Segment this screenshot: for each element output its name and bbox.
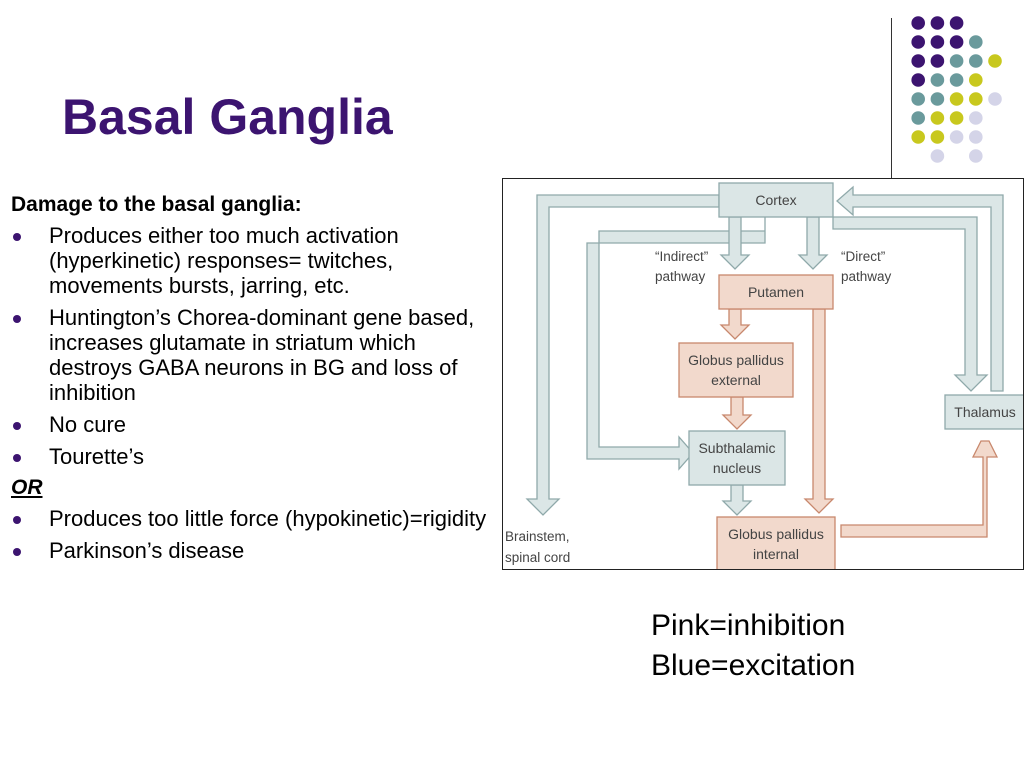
list-item-text: Produces too little force (hypokinetic)=… <box>49 506 487 531</box>
body-heading: Damage to the basal ganglia: <box>11 193 302 216</box>
decorative-dot <box>911 16 925 30</box>
decorative-dot <box>930 130 945 144</box>
putamen-to-gpi-arrow <box>803 308 835 514</box>
gpe-to-stn-arrow <box>721 396 753 430</box>
decorative-dot <box>930 149 945 163</box>
decorative-dot <box>969 35 983 49</box>
thalamus-to-cortex-arrow <box>836 185 1004 392</box>
decorative-dot <box>949 73 964 87</box>
stn-label-2: nucleus <box>713 460 761 476</box>
indirect-label-1: “Indirect” <box>655 249 708 264</box>
bullet-icon <box>13 516 21 524</box>
list-item-text: Parkinson’s disease <box>49 538 245 563</box>
stn-label-1: Subthalamic <box>698 440 775 456</box>
color-legend: Pink=inhibition Blue=excitation <box>651 606 855 686</box>
decorative-dot <box>930 16 945 30</box>
decorative-dot <box>969 54 983 68</box>
bullet-icon <box>13 233 21 241</box>
bullet-list-b: Produces too little force (hypokinetic)=… <box>11 506 491 563</box>
bullet-icon <box>13 454 21 462</box>
putamen-label: Putamen <box>748 284 804 300</box>
decorative-dot <box>949 54 964 68</box>
bullet-icon <box>13 422 21 430</box>
indirect-label-2: pathway <box>655 269 706 284</box>
bullet-icon <box>13 315 21 323</box>
decorative-dot <box>969 73 983 87</box>
putamen-box: Putamen <box>718 274 834 310</box>
legend-pink: Pink=inhibition <box>651 609 846 642</box>
slide-body: Damage to the basal ganglia: Produces ei… <box>11 193 491 570</box>
cortex-to-thalamus-arrow <box>832 216 989 392</box>
brainstem-label-1: Brainstem, <box>505 529 570 544</box>
decorative-dot <box>949 92 964 106</box>
gpi-to-thalamus-arrow <box>840 440 999 538</box>
gpi-label-2: internal <box>753 546 799 562</box>
decorative-dot <box>949 111 964 125</box>
bullet-list-a: Produces either too much activation (hyp… <box>11 223 491 469</box>
cortex-to-brainstem-arrow <box>525 194 720 516</box>
stn-to-gpi-arrow <box>721 484 753 516</box>
or-label: OR <box>11 476 43 499</box>
gpi-box: Globus pallidus internal <box>716 516 836 569</box>
list-item: No cure <box>11 412 491 437</box>
decorative-dot <box>969 149 983 163</box>
decorative-dot <box>969 92 983 106</box>
decorative-dot <box>911 111 925 125</box>
indirect-input-arrow <box>719 216 751 270</box>
decorative-dot <box>969 130 983 144</box>
list-item-text: Huntington’s Chorea-dominant gene based,… <box>49 305 475 405</box>
gpe-label-2: external <box>711 372 761 388</box>
decorative-divider <box>891 18 892 178</box>
putamen-to-gpe-arrow <box>719 308 751 340</box>
list-item: Parkinson’s disease <box>11 538 491 563</box>
decorative-dot <box>930 35 945 49</box>
decorative-dot <box>930 111 945 125</box>
direct-label-1: “Direct” <box>841 249 885 264</box>
decorative-dot <box>911 35 925 49</box>
decorative-dot <box>949 35 964 49</box>
decorative-dot <box>911 130 925 144</box>
gpi-label-1: Globus pallidus <box>728 526 824 542</box>
excitation-arrows <box>525 185 1004 516</box>
list-item-text: No cure <box>49 412 127 437</box>
decorative-dot <box>911 92 925 106</box>
thalamus-box: Thalamus <box>944 394 1023 430</box>
bullet-icon <box>13 548 21 556</box>
decorative-dot <box>930 54 945 68</box>
decorative-dot <box>988 54 1002 68</box>
list-item: Huntington’s Chorea-dominant gene based,… <box>11 305 491 405</box>
decorative-dot <box>930 73 945 87</box>
slide-title: Basal Ganglia <box>62 89 393 145</box>
direct-label-2: pathway <box>841 269 892 284</box>
basal-ganglia-pathway-diagram: Cortex Putamen Globus pallidus external … <box>502 178 1024 570</box>
decorative-dot <box>969 111 983 125</box>
decorative-dot <box>911 54 925 68</box>
decorative-dot <box>949 130 964 144</box>
thalamus-label: Thalamus <box>954 404 1015 420</box>
gpe-box: Globus pallidus external <box>678 342 794 398</box>
decorative-dot <box>911 73 925 87</box>
list-item-text: Tourette’s <box>49 444 144 469</box>
list-item: Produces too little force (hypokinetic)=… <box>11 506 491 531</box>
legend-blue: Blue=excitation <box>651 649 856 682</box>
list-item-text: Produces either too much activation (hyp… <box>49 223 399 298</box>
list-item: Produces either too much activation (hyp… <box>11 223 491 298</box>
decorative-dot-grid <box>911 16 1002 163</box>
decorative-dot <box>930 92 945 106</box>
cortex-label: Cortex <box>755 192 796 208</box>
stn-box: Subthalamic nucleus <box>688 430 786 486</box>
brainstem-label-2: spinal cord <box>505 550 570 565</box>
direct-input-arrow <box>797 216 829 270</box>
cortex-box: Cortex <box>718 182 834 218</box>
decorative-dot <box>949 16 964 30</box>
list-item: Tourette’s <box>11 444 491 469</box>
gpe-label-1: Globus pallidus <box>688 352 784 368</box>
decorative-dot <box>988 92 1002 106</box>
inhibition-arrows <box>719 308 999 538</box>
